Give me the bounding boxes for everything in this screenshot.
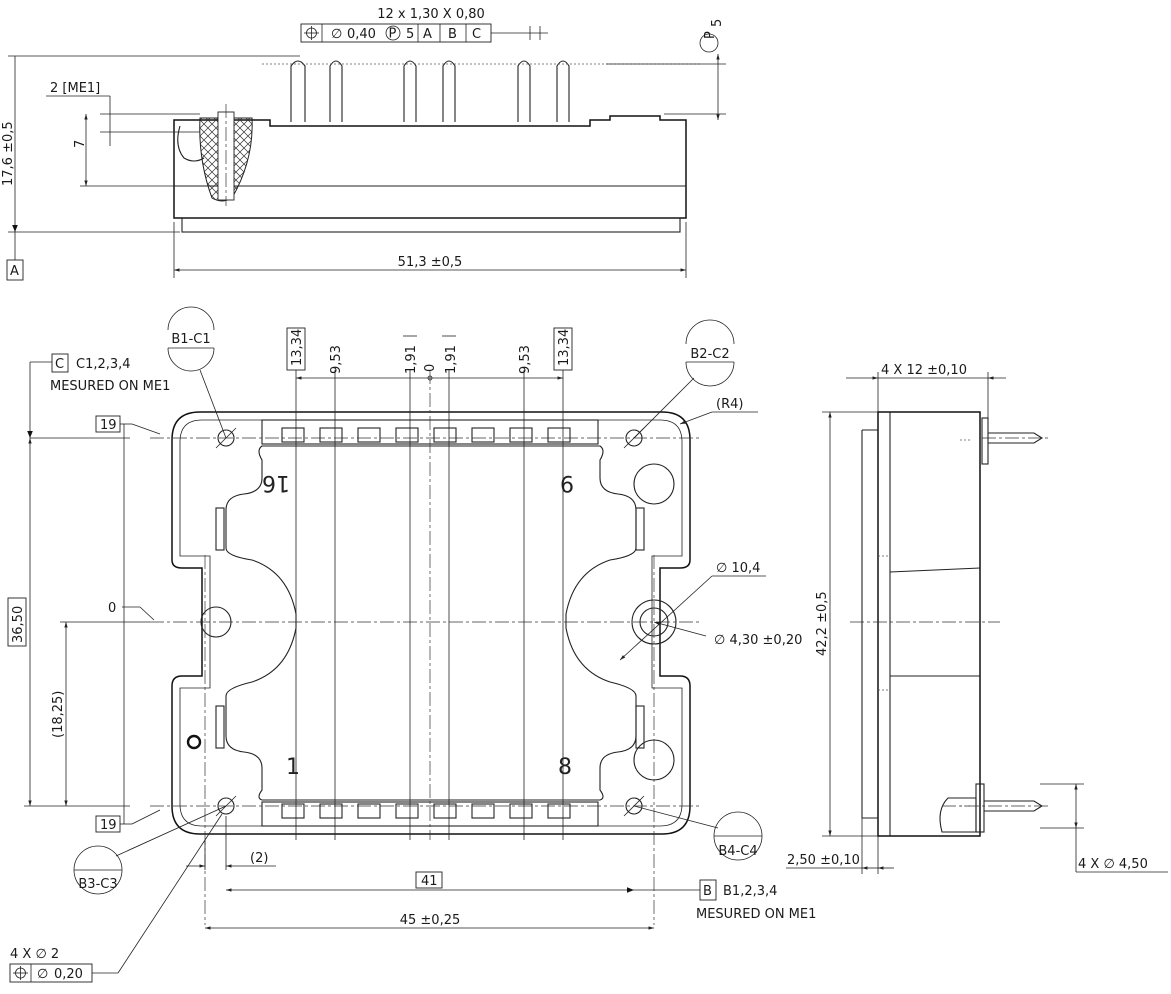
- callout-b3-c3: B3-C3: [78, 877, 117, 892]
- datum-c-text: C1,2,3,4: [76, 357, 131, 372]
- dim-2: (2): [250, 851, 268, 866]
- pin-position-dims: 13,34 9,53 1,91 0 1,91 9,53 13,34: [286, 327, 573, 374]
- pitch-4x12: 4 X 12 ±0,10: [881, 363, 967, 378]
- width-51-3: 51,3 ±0,5: [398, 255, 463, 270]
- proj-p-value: 5: [710, 19, 725, 27]
- pin-spec-text: 12 x 1,30 X 0,80: [377, 7, 485, 22]
- datum-b-measured: MESURED ON ME1: [696, 907, 816, 922]
- side-view: 12 x 1,30 X 0,80 ∅ 0,40 P 5 A B C P: [1, 7, 726, 281]
- pin-dim-9-53-left: 9,53: [329, 345, 344, 374]
- radius-r4: (R4): [716, 397, 743, 412]
- callout-b1-c1: B1-C1: [171, 332, 210, 347]
- pin-dia-4-50: 4 X ∅ 4,50: [1078, 857, 1148, 872]
- tol-dia-symbol: ∅: [331, 27, 342, 42]
- tol-datum-c: C: [472, 27, 481, 42]
- me1-label: 2 [ME1]: [50, 81, 100, 96]
- offset-2-50: 2,50 ±0,10: [787, 853, 860, 868]
- pin-number-16: 16: [262, 470, 290, 495]
- datum-c-letter: C: [55, 357, 64, 372]
- datum-c-measured: MESURED ON ME1: [50, 379, 170, 394]
- callout-bubbles: B1-C1 B2-C2 B3-C3 B4-C4: [73, 306, 763, 895]
- pin-dim-1-91-right: 1,91: [444, 345, 459, 374]
- dia-10-4: ∅ 10,4: [716, 561, 760, 576]
- datum-b-text: B1,2,3,4: [723, 884, 777, 899]
- depth-7-label: 7: [73, 140, 88, 148]
- dim-41: 41: [421, 874, 438, 889]
- inner-housing: [225, 445, 637, 801]
- proj-p-symbol: P: [703, 31, 718, 39]
- datum-b-letter: B: [703, 884, 712, 899]
- right-view: 4 X 12 ±0,10 42,2 ±0,5 2,50 ±0,10 4 X ∅ …: [786, 363, 1168, 874]
- ref-19-bottom: 19: [100, 818, 117, 833]
- tol-value: 0,40: [347, 27, 376, 42]
- baseplate-side: [181, 217, 681, 233]
- pin-dim-1-91-left: 1,91: [404, 345, 419, 374]
- holes-tol-value: 0,20: [54, 967, 83, 982]
- origin-zero: 0: [108, 601, 116, 616]
- pin-dim-9-53-right: 9,53: [518, 345, 533, 374]
- holes-tol-dia: ∅: [37, 967, 48, 982]
- side-view-pins: [262, 60, 700, 122]
- tol-p-symbol: P: [389, 27, 397, 42]
- tol-datum-b: B: [448, 27, 457, 42]
- dia-4-30: ∅ 4,30 ±0,20: [714, 633, 802, 648]
- projected-zone-annotation: P 5: [606, 19, 726, 120]
- module-body-side: [173, 115, 687, 219]
- tol-datum-a: A: [423, 27, 432, 42]
- pin-number-1: 1: [286, 755, 300, 780]
- pin-dim-13-34-left: 13,34: [290, 329, 305, 366]
- callout-b2-c2: B2-C2: [690, 347, 729, 362]
- pin-dim-zero: 0: [423, 364, 438, 372]
- datum-a: A: [10, 264, 19, 279]
- ref-19-top: 19: [100, 418, 117, 433]
- tol-p-value: 5: [406, 27, 414, 42]
- height-42-2: 42,2 ±0,5: [815, 591, 830, 656]
- top-view: 13,34 9,53 1,91 0 1,91 9,53 13,34 B1-C1 …: [7, 306, 816, 983]
- pin-pads-bottom: [281, 803, 571, 819]
- position-tolerance-frame: ∅ 0,40 P 5 A B C: [300, 23, 548, 43]
- pin-position-lines: [295, 370, 564, 840]
- pin-number-9: 9: [560, 470, 574, 495]
- module-outline-top: [171, 411, 691, 835]
- pin-dim-13-34-right: 13,34: [557, 329, 572, 366]
- dim-36-50: 36,50: [11, 606, 26, 643]
- pin-number-8: 8: [558, 755, 572, 780]
- module-body-right: [877, 411, 981, 837]
- holes-spec: 4 X ∅ 2: [10, 947, 59, 962]
- pin-pads-top: [281, 427, 571, 443]
- dim-45: 45 ±0,25: [400, 913, 461, 928]
- callout-b4-c4: B4-C4: [718, 844, 757, 859]
- dim-18-25: (18,25): [51, 691, 66, 738]
- height-17-6: 17,6 ±0,5: [1, 121, 16, 186]
